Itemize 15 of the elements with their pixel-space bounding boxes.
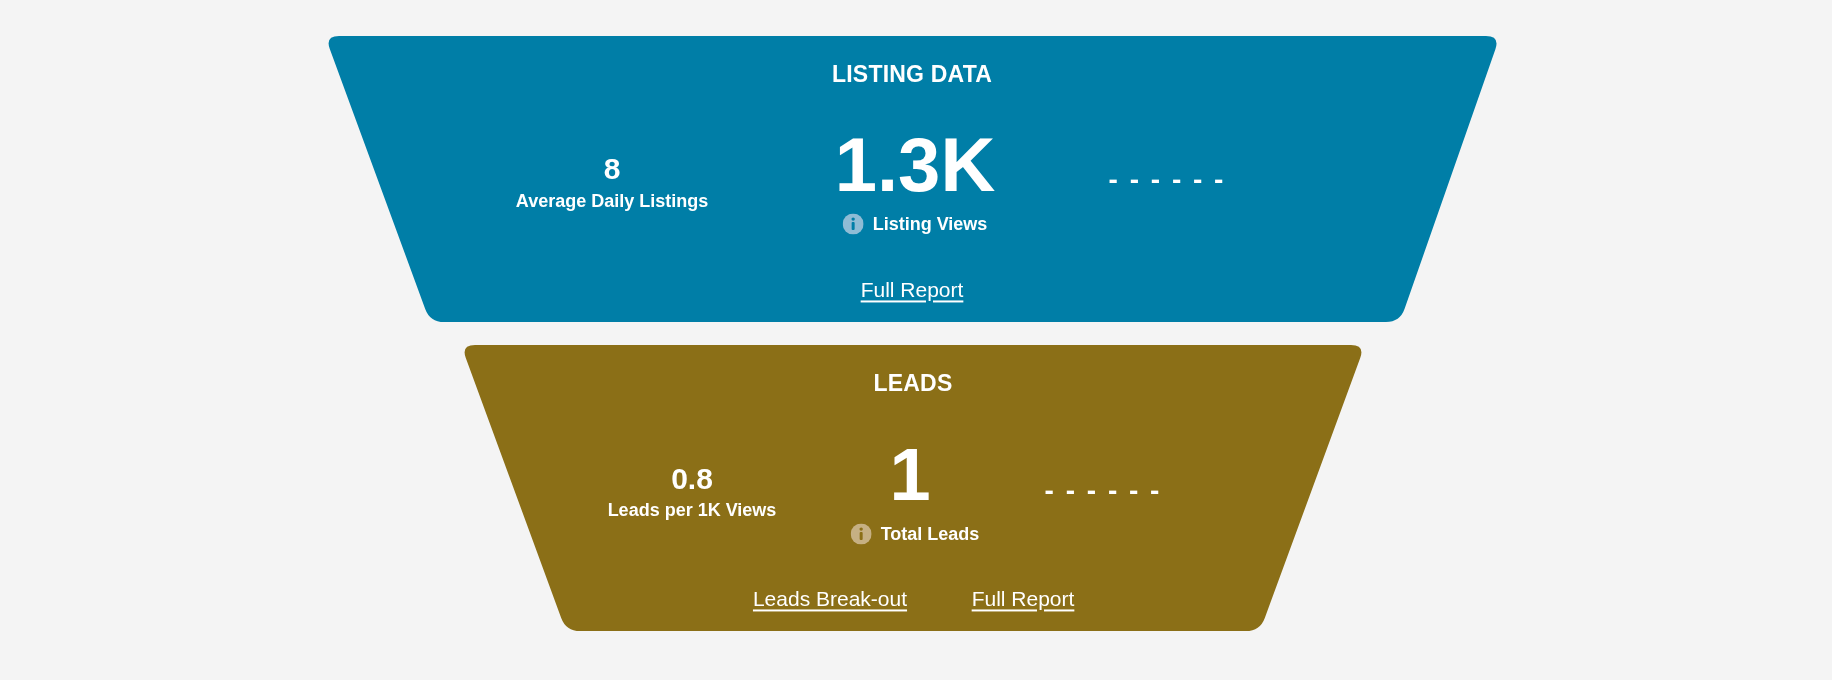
empty-value: - - - - - -	[1044, 475, 1160, 507]
metric-label: Leads per 1K Views	[607, 501, 777, 521]
report-link: Full Report	[860, 278, 964, 302]
stage-heading: LISTING DATA	[832, 62, 992, 88]
metric-value: 0.8	[671, 461, 713, 495]
headline-value: 1	[889, 439, 931, 511]
report-link: Leads Break-out	[752, 587, 908, 611]
metric-label: Average Daily Listings	[515, 192, 709, 212]
empty-value: - - - - - -	[1108, 164, 1224, 196]
metric-value: 8	[603, 151, 621, 185]
stage-heading: LEADS	[873, 371, 953, 397]
headline-value: 1.3K	[834, 128, 996, 202]
report-link: Full Report	[971, 587, 1075, 611]
metric-label: Listing Views	[872, 214, 988, 234]
metric-label: Total Leads	[880, 524, 980, 544]
